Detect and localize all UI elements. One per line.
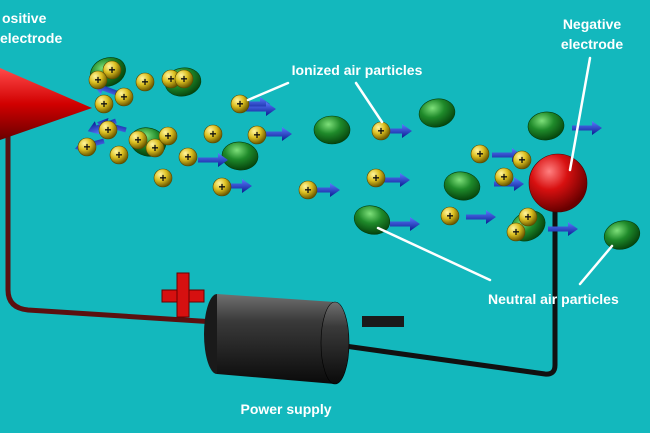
negative-electrode <box>528 153 588 213</box>
positive-electrode-label-line1: ositive <box>2 10 47 26</box>
positive-electrode-label-line2: electrode <box>0 30 62 46</box>
minus-symbol <box>362 316 404 327</box>
ion-particle-icon <box>77 60 538 242</box>
negative-wire <box>344 210 558 377</box>
power-supply-battery <box>204 294 350 385</box>
ionized-particles-label: Ionized air particles <box>292 62 423 78</box>
negative-electrode-label-line1: Negative <box>563 16 622 32</box>
negative-electrode-label-line2: electrode <box>561 36 623 52</box>
plus-symbol <box>161 272 205 318</box>
neutral-particles-label: Neutral air particles <box>488 291 619 307</box>
leader-lines <box>246 56 614 286</box>
positive-electrode <box>0 68 92 140</box>
positive-wire <box>5 130 216 325</box>
power-supply-label: Power supply <box>240 401 331 417</box>
